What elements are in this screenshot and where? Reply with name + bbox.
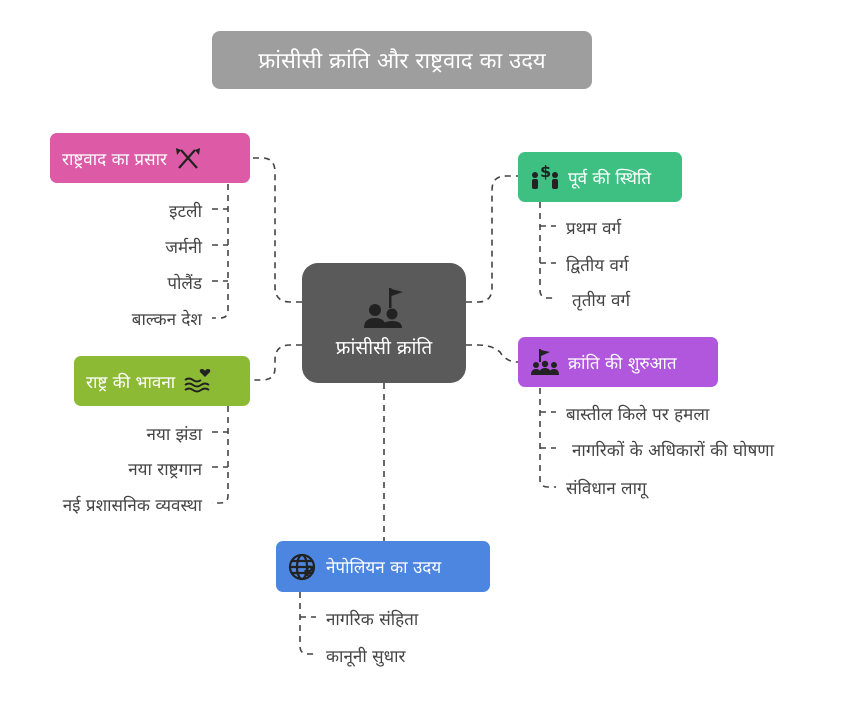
leaf-constitution: संविधान लागू [566,479,647,499]
branch-napoleon-rise: ₽ नेपोलियन का उदय [276,541,490,592]
heart-waves-icon [184,369,211,393]
connector-center-prior [466,175,518,303]
svg-text:$: $ [540,163,551,181]
leaf-bastille: बास्तील किले पर हमला [566,405,710,425]
diagram-title: फ्रांसीसी क्रांति और राष्ट्रवाद का उदय [212,31,592,89]
leaf-new-admin: नई प्रशासनिक व्यवस्था [62,496,202,516]
central-node-label: फ्रांसीसी क्रांति [335,337,433,359]
branch-prior-situation-label: पूर्व की स्थिति [568,168,652,189]
crowd-flag-icon [531,349,559,375]
leaf-balkans: बाल्कन देश [131,310,202,330]
branch-national-feeling-label: राष्ट्र की भावना [86,372,176,393]
central-node: फ्रांसीसी क्रांति [302,263,466,383]
leaf-poland: पोलैंड [167,274,202,294]
connector-center-feeling [250,344,302,381]
leaf-third-estate: तृतीय वर्ग [572,291,631,311]
people-money-icon: $ [532,163,558,189]
svg-text:₽: ₽ [304,564,314,580]
connector-center-start [466,344,519,363]
crossed-flags-icon [175,148,200,169]
branch-napoleon-rise-label: नेपोलियन का उदय [326,558,442,578]
leaf-legal-reform: कानूनी सुधार [326,647,406,667]
leaf-new-flag: नया झंडा [146,425,202,445]
connector-center-nationalism [250,157,302,303]
branch-prior-situation: $ पूर्व की स्थिति [518,152,682,202]
globe-currency-icon: ₽ [288,553,316,580]
leaf-germany: जर्मनी [165,238,202,258]
branch-nationalism-spread: राष्ट्रवाद का प्रसार [50,133,250,183]
branch-revolution-start: क्रांति की शुरुआत [518,337,718,387]
branch-nationalism-spread-label: राष्ट्रवाद का प्रसार [62,149,167,170]
leaf-italy: इटली [169,202,202,222]
leaf-civil-code: नागरिक संहिता [326,610,419,630]
leaf-new-anthem: नया राष्ट्रगान [128,460,202,480]
leaf-first-estate: प्रथम वर्ग [566,219,622,239]
people-flag-icon [364,288,403,328]
branch-national-feeling: राष्ट्र की भावना [74,356,250,406]
branch-revolution-start-label: क्रांति की शुरुआत [568,353,677,374]
leaf-rights-declaration: नागरिकों के अधिकारों की घोषणा [572,441,774,461]
leaf-second-estate: द्वितीय वर्ग [566,256,629,276]
